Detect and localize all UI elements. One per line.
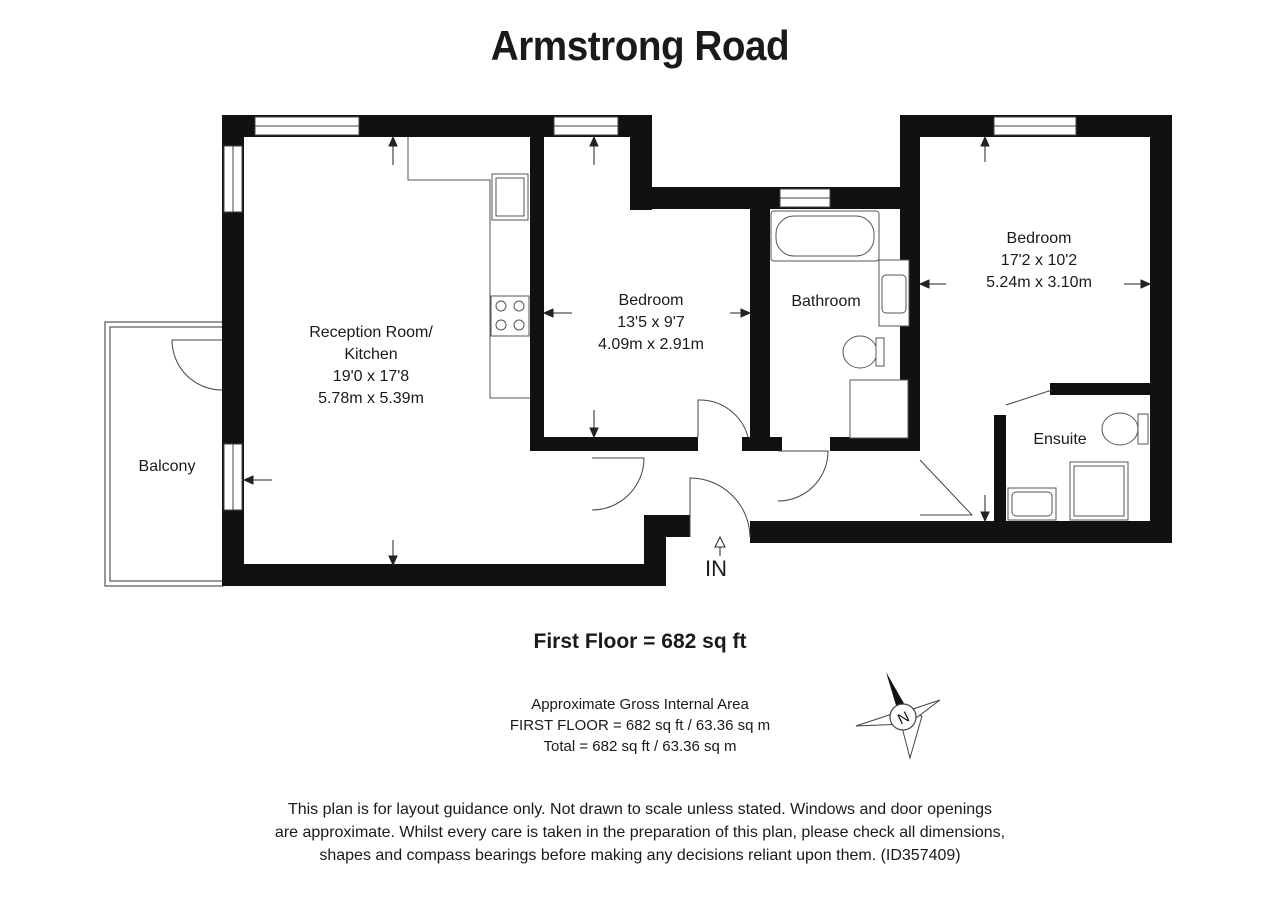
bathroom-name: Bathroom — [791, 293, 860, 310]
bedroom1-imperial: 13'5 x 9'7 — [617, 314, 685, 331]
dimension-arrows — [242, 135, 1152, 567]
entrance-label: IN — [705, 556, 727, 581]
windows — [223, 116, 1077, 511]
bathroom-fittings — [770, 210, 910, 439]
bedroom2-metric: 5.24m x 3.10m — [986, 274, 1092, 291]
area-summary: Approximate Gross Internal Area FIRST FL… — [440, 694, 840, 757]
reception-name-line1: Reception Room/ — [309, 324, 433, 341]
bedroom1-name: Bedroom — [619, 292, 684, 309]
bedroom1-metric: 4.09m x 2.91m — [598, 336, 704, 353]
area-first-floor: FIRST FLOOR = 682 sq ft / 63.36 sq m — [509, 717, 771, 734]
reception-name-line2: Kitchen — [344, 346, 397, 363]
disclaimer: This plan is for layout guidance only. N… — [190, 798, 1090, 867]
ensuite-name: Ensuite — [1033, 431, 1086, 448]
area-total: Total = 682 sq ft / 63.36 sq m — [543, 738, 737, 755]
disclaimer-line: are approximate. Whilst every care is ta… — [274, 824, 1006, 841]
balcony-name: Balcony — [139, 458, 196, 475]
bedroom2-imperial: 17'2 x 10'2 — [1001, 252, 1077, 269]
reception-imperial: 19'0 x 17'8 — [333, 368, 409, 385]
reception-metric: 5.78m x 5.39m — [318, 390, 424, 407]
area-heading: Approximate Gross Internal Area — [531, 696, 749, 713]
ensuite-fittings — [1007, 412, 1149, 521]
bedroom2-name: Bedroom — [1007, 230, 1072, 247]
plan-title: Armstrong Road — [490, 22, 790, 69]
compass-icon: N — [855, 672, 941, 760]
disclaimer-line: This plan is for layout guidance only. N… — [287, 801, 993, 818]
kitchen-fittings — [407, 137, 530, 399]
floor-total: First Floor = 682 sq ft — [533, 630, 747, 653]
disclaimer-line: shapes and compass bearings before makin… — [319, 847, 961, 864]
doors — [171, 339, 1053, 538]
balcony-outline — [104, 321, 224, 587]
